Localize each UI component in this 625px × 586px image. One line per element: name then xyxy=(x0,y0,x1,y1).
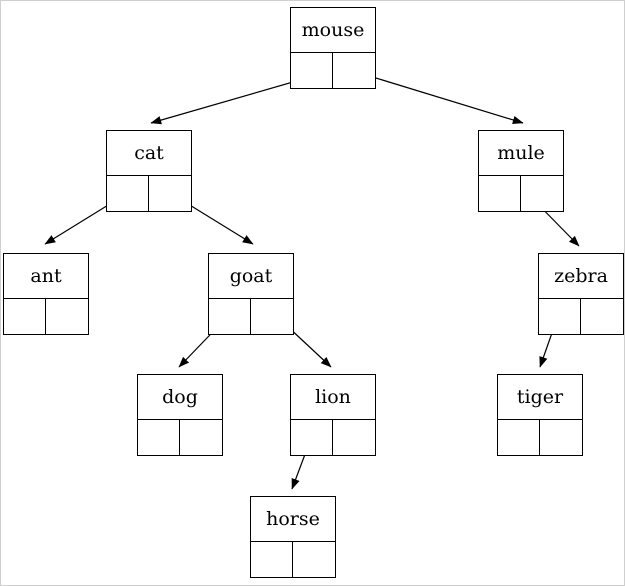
tree-node-tiger[interactable]: tiger xyxy=(497,374,583,456)
left-pointer-cell[interactable] xyxy=(107,176,149,211)
node-label: zebra xyxy=(539,254,623,299)
tree-node-ant[interactable]: ant xyxy=(3,253,89,335)
right-pointer-cell[interactable] xyxy=(180,420,222,455)
right-pointer-cell[interactable] xyxy=(581,299,623,334)
left-pointer-cell[interactable] xyxy=(4,299,46,334)
node-pointer-row xyxy=(498,420,582,455)
node-label: mule xyxy=(479,131,563,176)
tree-node-dog[interactable]: dog xyxy=(137,374,223,456)
right-pointer-cell[interactable] xyxy=(333,53,375,88)
node-pointer-row xyxy=(291,420,375,455)
left-pointer-cell[interactable] xyxy=(539,299,581,334)
right-pointer-cell[interactable] xyxy=(293,542,335,577)
left-pointer-cell[interactable] xyxy=(251,542,293,577)
node-label: dog xyxy=(138,375,222,420)
left-pointer-cell[interactable] xyxy=(291,53,333,88)
tree-node-zebra[interactable]: zebra xyxy=(538,253,624,335)
node-label: tiger xyxy=(498,375,582,420)
node-pointer-row xyxy=(107,176,191,211)
node-pointer-row xyxy=(251,542,335,577)
right-pointer-cell[interactable] xyxy=(333,420,375,455)
tree-node-cat[interactable]: cat xyxy=(106,130,192,212)
left-pointer-cell[interactable] xyxy=(291,420,333,455)
node-pointer-row xyxy=(4,299,88,334)
node-label: mouse xyxy=(291,8,375,53)
left-pointer-cell[interactable] xyxy=(209,299,251,334)
right-pointer-cell[interactable] xyxy=(46,299,88,334)
node-label: horse xyxy=(251,497,335,542)
tree-node-horse[interactable]: horse xyxy=(250,496,336,578)
node-label: goat xyxy=(209,254,293,299)
node-label: lion xyxy=(291,375,375,420)
node-pointer-row xyxy=(539,299,623,334)
left-pointer-cell[interactable] xyxy=(138,420,180,455)
edge-mouse-right-to-mule xyxy=(352,70,524,125)
right-pointer-cell[interactable] xyxy=(251,299,293,334)
node-pointer-row xyxy=(479,176,563,211)
node-pointer-row xyxy=(209,299,293,334)
left-pointer-cell[interactable] xyxy=(498,420,540,455)
right-pointer-cell[interactable] xyxy=(540,420,582,455)
node-label: cat xyxy=(107,131,191,176)
left-pointer-cell[interactable] xyxy=(479,176,521,211)
tree-node-mule[interactable]: mule xyxy=(478,130,564,212)
tree-node-mouse[interactable]: mouse xyxy=(290,7,376,89)
right-pointer-cell[interactable] xyxy=(521,176,563,211)
tree-node-goat[interactable]: goat xyxy=(208,253,294,335)
tree-node-lion[interactable]: lion xyxy=(290,374,376,456)
node-label: ant xyxy=(4,254,88,299)
node-pointer-row xyxy=(138,420,222,455)
right-pointer-cell[interactable] xyxy=(149,176,191,211)
node-pointer-row xyxy=(291,53,375,88)
